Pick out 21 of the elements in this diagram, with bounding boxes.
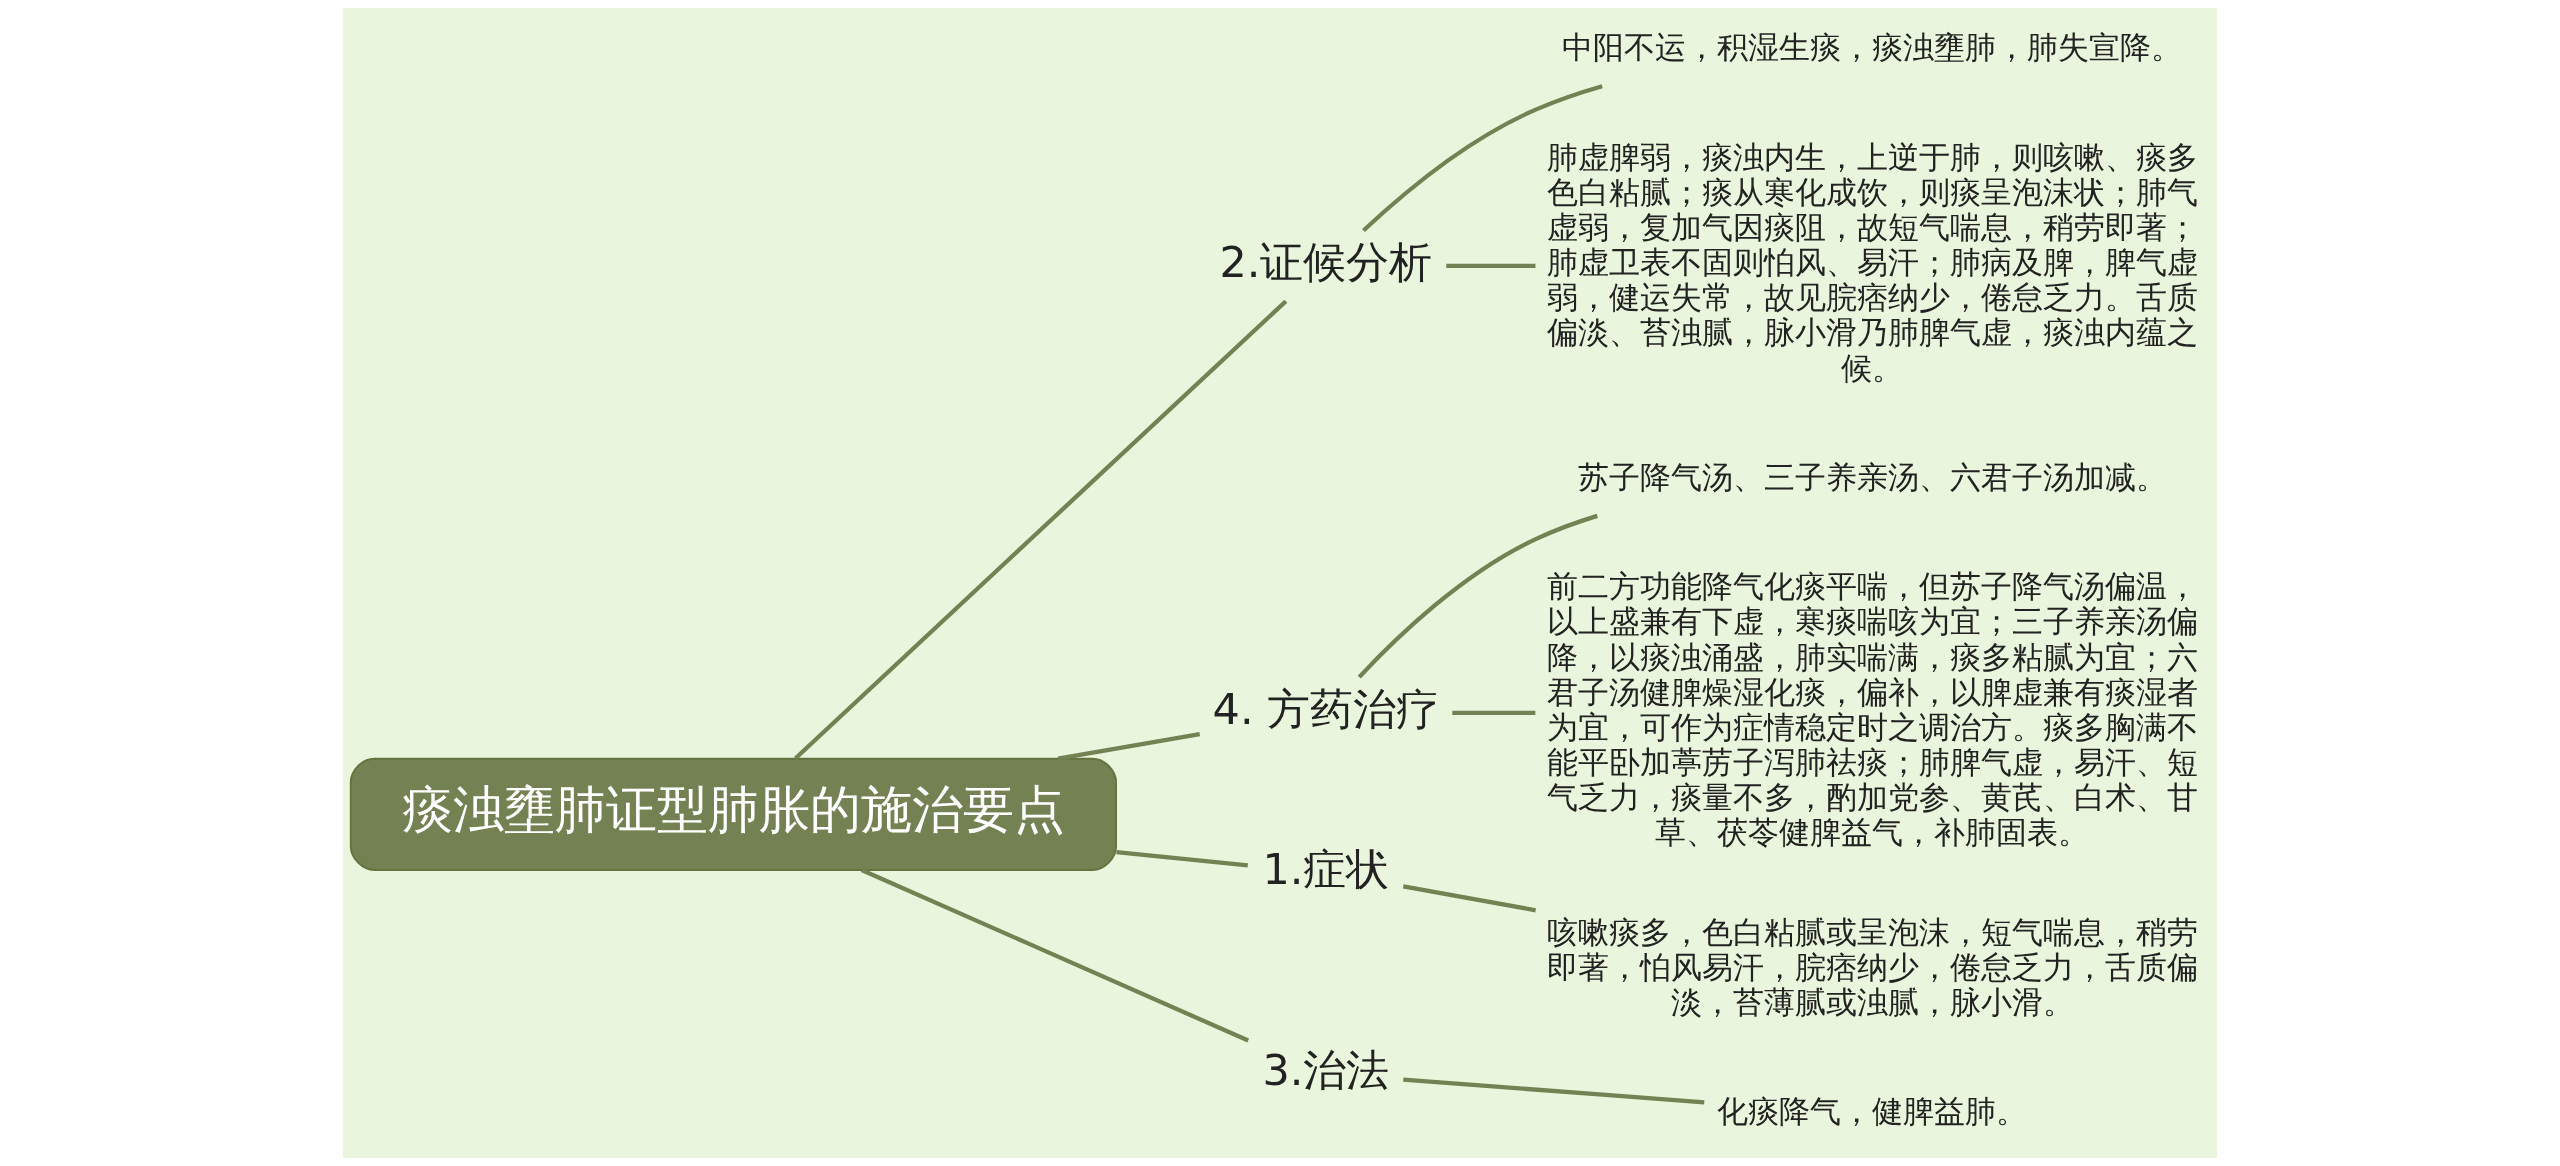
connector	[794, 299, 1288, 760]
node-text: 中阳不运，积湿生痰，痰浊壅肺，肺失宣降。	[1562, 29, 2183, 66]
node-text: 3.治法	[1262, 1044, 1390, 1095]
node-text: 苏子降气汤、三子养亲汤、六君子汤加减。	[1577, 458, 2167, 495]
connector	[1116, 850, 1249, 868]
node-text: 化痰降气，健脾益肺。	[1717, 1093, 2028, 1130]
connector	[1452, 710, 1536, 715]
node-text: 2.证候分析	[1219, 236, 1433, 287]
connector	[1446, 263, 1536, 268]
node-text: 前二方功能降气化痰平喘，但苏子降气汤偏温，以上盛兼有下虚，寒痰喘咳为宜；三子养亲汤偏降，以痰浊涌盛，肺实喘满，痰多粘腻为宜；六君子汤健脾燥湿化痰，偏补，以脾虚兼有痰湿者为宜，可作为症情稳定时之调治方。痰多胸满不能平卧加葶苈子泻肺祛痰；肺脾气虚，易汗、短气乏力，痰量不多，酌加党参、黄芪、白术、甘草、茯苓健脾益气，补肺固表。	[1546, 568, 2198, 851]
connector	[1357, 513, 1598, 679]
connector	[1403, 1077, 1705, 1105]
node-box: 痰浊壅肺证型肺胀的施治要点	[349, 757, 1117, 871]
node-text: 1.症状	[1262, 843, 1390, 894]
connector	[1402, 884, 1536, 913]
connector	[1362, 84, 1603, 233]
connector	[1057, 732, 1201, 761]
node-text: 肺虚脾弱，痰浊内生，上逆于肺，则咳嗽、痰多色白粘腻；痰从寒化成饮，则痰呈泡沫状；肺气虚弱，复加气因痰阻，故短气喘息，稍劳即著；肺虚卫表不固则怕风、易汗；肺病及脾，脾气虚弱，健运失常，故见脘痞纳少，倦怠乏力。舌质偏淡、苔浊腻，脉小滑乃肺脾气虚，痰浊内蕴之候。	[1546, 138, 2198, 386]
node-text: 咳嗽痰多，色白粘腻或呈泡沫，短气喘息，稍劳即著，怕风易汗，脘痞纳少，倦怠乏力，舌质偏淡，苔薄腻或浊腻，脉小滑。	[1546, 913, 2198, 1021]
connector	[860, 868, 1250, 1043]
node-text: 4. 方药治疗	[1212, 683, 1440, 734]
